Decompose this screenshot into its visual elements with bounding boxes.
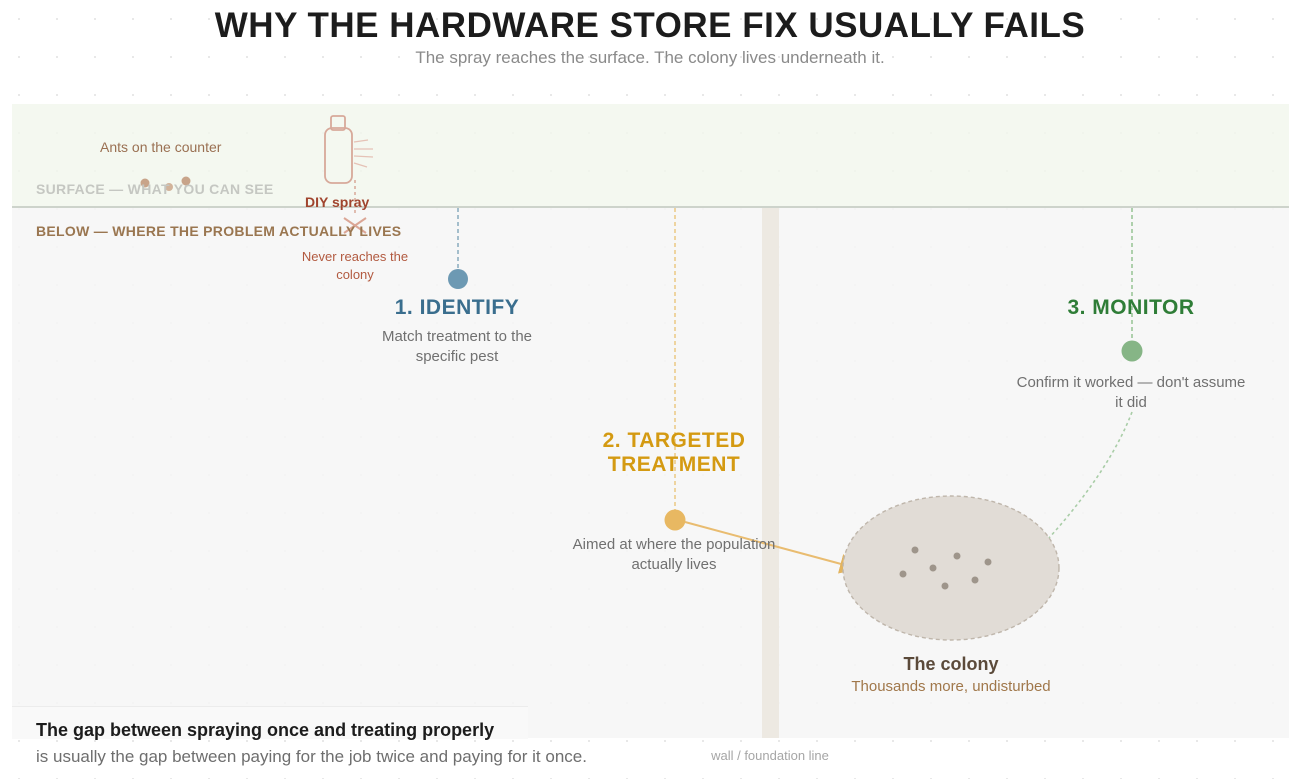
ant-dot xyxy=(140,178,150,188)
page-title: WHY THE HARDWARE STORE FIX USUALLY FAILS xyxy=(214,6,1086,45)
footer-text: is usually the gap between paying for th… xyxy=(36,747,587,766)
page-subtitle: The spray reaches the surface. The colon… xyxy=(415,48,885,67)
colony-subtitle: Thousands more, undisturbed xyxy=(851,678,1051,695)
spray-bottle-icon xyxy=(324,115,374,184)
step3-description: Confirm it worked — don't assume it did xyxy=(1016,374,1246,411)
colony-ants xyxy=(899,546,992,590)
below-zone-label: BELOW — WHERE THE PROBLEM ACTUALLY LIVES xyxy=(36,223,402,239)
ants-label: Ants on the counter xyxy=(100,139,222,155)
surface-zone-label: SURFACE — WHAT YOU CAN SEE xyxy=(36,181,274,197)
ground-line xyxy=(12,206,1289,208)
step1-title: 1. IDENTIFY xyxy=(394,296,520,319)
below-zone xyxy=(12,208,1289,738)
wall-caption: wall / foundation line xyxy=(711,748,829,763)
colony-nest xyxy=(842,495,1060,641)
colony-title: The colony xyxy=(903,654,999,674)
step1-marker xyxy=(448,269,468,289)
diy-spray-label: DIY spray xyxy=(305,194,370,210)
ant-dot xyxy=(181,176,191,186)
footer-panel xyxy=(12,706,528,739)
step2-marker xyxy=(664,509,686,531)
surface-zone xyxy=(12,104,1289,207)
step3-marker xyxy=(1121,340,1143,362)
step2-arrow xyxy=(684,521,860,574)
step1-description: Match treatment to the specific pest xyxy=(381,328,533,365)
ant-dot xyxy=(165,183,173,191)
spray-note: Never reaches the colony xyxy=(301,249,409,282)
step2-description: Aimed at where the population actually l… xyxy=(572,536,776,573)
footer-headline: The gap between spraying once and treati… xyxy=(36,720,495,740)
wall-foundation xyxy=(762,208,779,738)
step3-title: 3. MONITOR xyxy=(1067,296,1195,319)
blocked-x-icon xyxy=(343,217,367,234)
step2-title: 2. TARGETED TREATMENT xyxy=(602,429,746,476)
